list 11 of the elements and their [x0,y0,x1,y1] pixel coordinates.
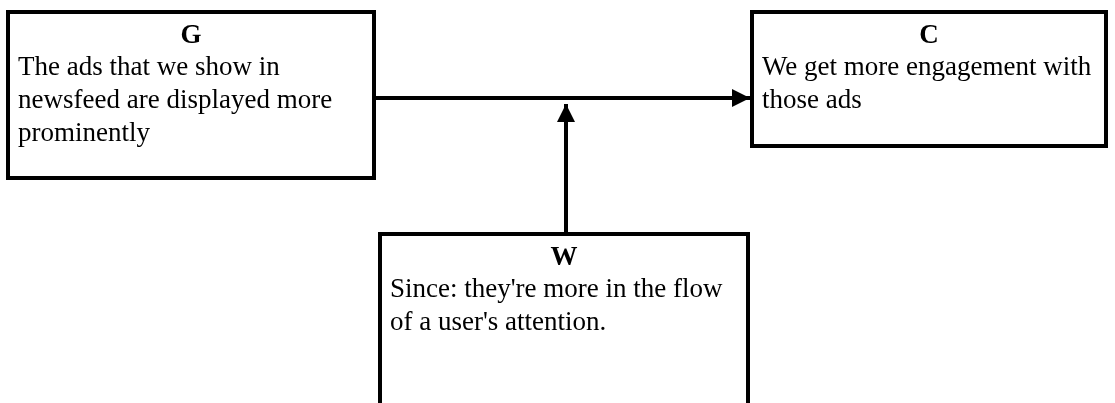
text-box [378,232,750,403]
arrow [376,89,750,107]
box-text: The ads that we show in newsfeed are displayed more prominently [18,50,334,149]
arrow [557,104,575,232]
text-box [750,10,1108,148]
box-text: We get more engagement with those ads [762,50,1093,116]
box-heading: W [549,240,579,272]
box-text: Since: they're more in the flow of a user's attention. [390,272,724,338]
box-heading: C [918,18,940,50]
text-box [6,10,376,180]
box-heading: G [179,18,203,50]
